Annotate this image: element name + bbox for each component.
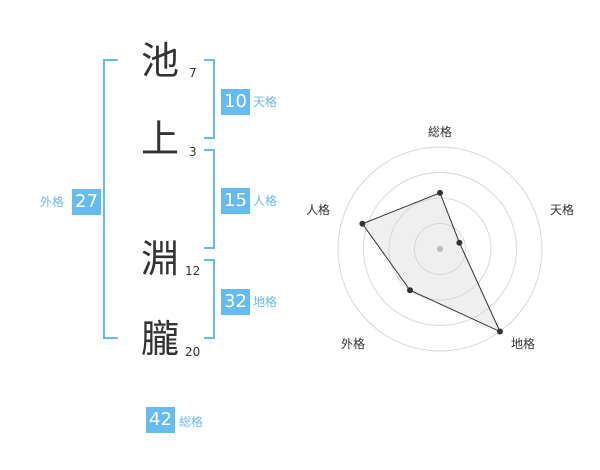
jinkaku-bracket [204, 149, 215, 249]
gaikaku-label: 外格 [40, 195, 65, 209]
radar-axis-label-chikaku: 地格 [511, 337, 536, 351]
radar-axis-label-tenkaku: 天格 [550, 203, 575, 217]
chikaku-label: 地格 [253, 295, 278, 309]
radar-point-2 [456, 239, 463, 246]
radar-point-5 [359, 220, 366, 227]
radar-point-3 [496, 328, 503, 335]
name-char-2: 上 [141, 117, 180, 161]
stroke-count-2: 3 [189, 145, 197, 159]
radar-center-dot [437, 246, 443, 252]
tenkaku-bracket [204, 59, 215, 139]
radar-ring [414, 223, 466, 275]
chikaku-bracket [204, 259, 215, 339]
gaikaku-bracket [103, 59, 118, 339]
stroke-count-3: 12 [185, 264, 201, 278]
stroke-count-1: 7 [189, 66, 197, 80]
radar-point-4 [407, 287, 414, 294]
radar-axis-label-jinkaku: 人格 [306, 203, 331, 217]
tenkaku-value: 10 [221, 89, 250, 115]
jinkaku-value: 15 [221, 188, 250, 214]
radar-ring [337, 146, 543, 352]
radar-axis-label-soukaku: 総格 [428, 125, 453, 139]
name-char-4: 朧 [141, 317, 180, 361]
name-char-3: 淵 [141, 237, 180, 281]
radar-ring [363, 172, 517, 326]
soukaku-label: 総格 [179, 415, 204, 429]
name-char-1: 池 [141, 39, 180, 83]
stroke-count-4: 20 [185, 345, 201, 359]
chikaku-value: 32 [221, 289, 250, 315]
tenkaku-label: 天格 [253, 95, 278, 109]
radar-polygon [361, 192, 501, 333]
radar-axis-label-gaikaku: 外格 [341, 337, 366, 351]
radar-point-1 [437, 189, 443, 196]
radar-ring [388, 197, 492, 301]
gaikaku-value: 27 [72, 189, 101, 215]
soukaku-value: 42 [146, 407, 175, 433]
jinkaku-label: 人格 [253, 194, 278, 208]
